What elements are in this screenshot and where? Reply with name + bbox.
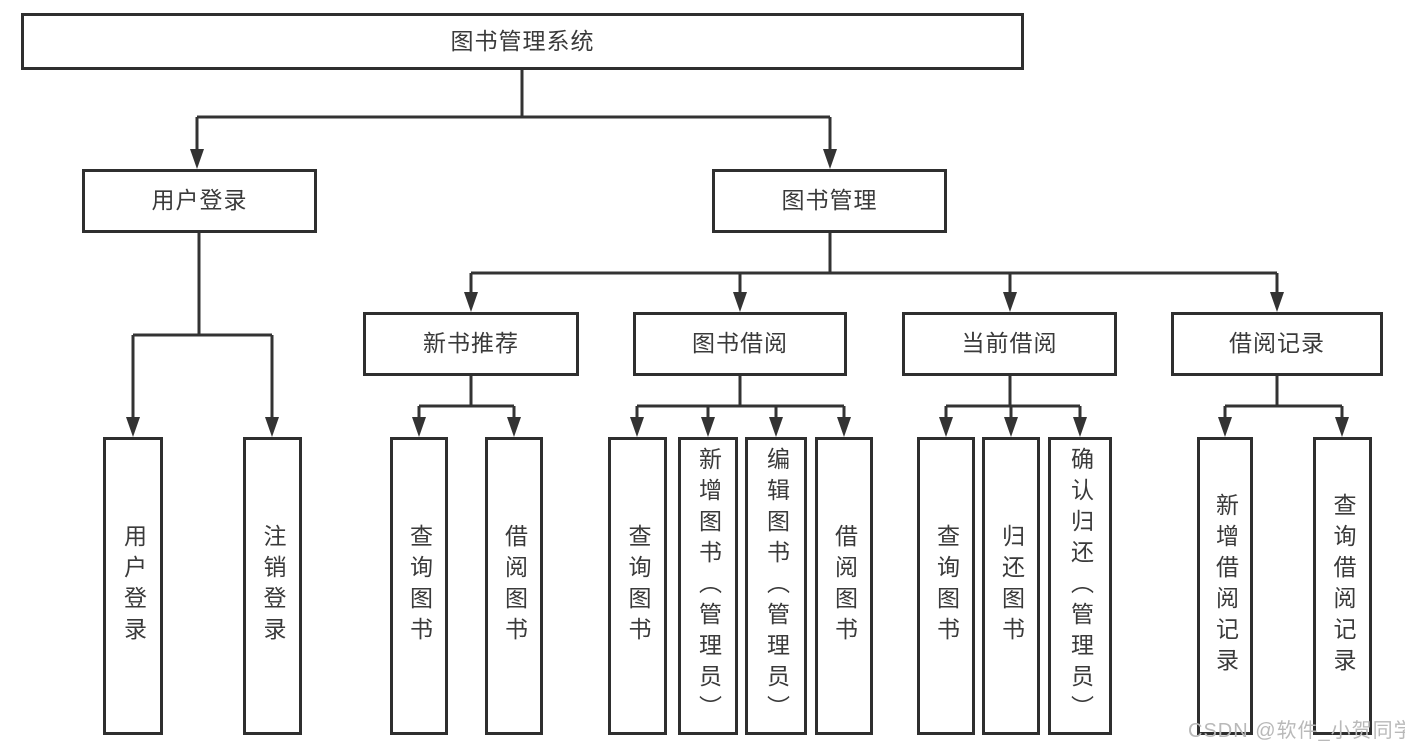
node-user-login: 用户登录 <box>82 169 317 233</box>
leaf-return-books: 归还图书 <box>982 437 1040 735</box>
connector-newbook-to-leaves <box>417 376 516 419</box>
leaf-add-borrow-record: 新增借阅记录 <box>1197 437 1253 735</box>
arrowhead <box>939 417 953 437</box>
node-book-borrowing: 图书借阅 <box>633 312 847 376</box>
arrowhead <box>733 292 747 312</box>
arrowhead <box>1335 417 1349 437</box>
leaf-borrow-books-borrowing: 借阅图书 <box>815 437 873 735</box>
connector-borrow-to-leaves <box>635 376 846 419</box>
leaf-add-books-admin: 新增图书（管理员） <box>678 437 738 735</box>
node-new-book-recommendation: 新书推荐 <box>363 312 579 376</box>
arrowhead <box>1073 417 1087 437</box>
leaf-edit-books-admin: 编辑图书（管理员） <box>745 437 807 735</box>
arrowhead <box>464 292 478 312</box>
node-library-management-system: 图书管理系统 <box>21 13 1024 70</box>
connector-records-to-leaves <box>1223 376 1344 419</box>
leaf-borrow-books-recommend: 借阅图书 <box>485 437 543 735</box>
leaf-query-borrow-record: 查询借阅记录 <box>1313 437 1372 735</box>
arrowhead <box>126 417 140 437</box>
leaf-query-books-borrowing: 查询图书 <box>608 437 667 735</box>
leaf-confirm-return-admin: 确认归还（管理员） <box>1048 437 1112 735</box>
connector-current-to-leaves <box>944 376 1082 419</box>
connector-root-to-level2 <box>195 70 832 151</box>
leaf-query-books-recommend: 查询图书 <box>390 437 448 735</box>
arrowhead <box>265 417 279 437</box>
arrowhead <box>1003 292 1017 312</box>
connector-mgmt-to-level3 <box>469 233 1279 294</box>
leaf-query-books-current: 查询图书 <box>917 437 975 735</box>
arrowhead <box>507 417 521 437</box>
arrowhead <box>823 149 837 169</box>
node-borrowing-records: 借阅记录 <box>1171 312 1383 376</box>
arrowhead <box>701 417 715 437</box>
arrowhead <box>1004 417 1018 437</box>
arrowhead <box>1270 292 1284 312</box>
arrowhead <box>837 417 851 437</box>
arrowhead <box>412 417 426 437</box>
csdn-watermark: CSDN @软件_小贺同学 <box>1188 720 1405 742</box>
leaf-logout: 注销登录 <box>243 437 302 735</box>
arrowhead <box>1218 417 1232 437</box>
connector-login-to-leaves <box>131 233 274 419</box>
node-book-management: 图书管理 <box>712 169 947 233</box>
leaf-user-login: 用户登录 <box>103 437 163 735</box>
arrowhead <box>190 149 204 169</box>
node-current-borrowing: 当前借阅 <box>902 312 1117 376</box>
arrowhead <box>769 417 783 437</box>
arrowhead <box>630 417 644 437</box>
